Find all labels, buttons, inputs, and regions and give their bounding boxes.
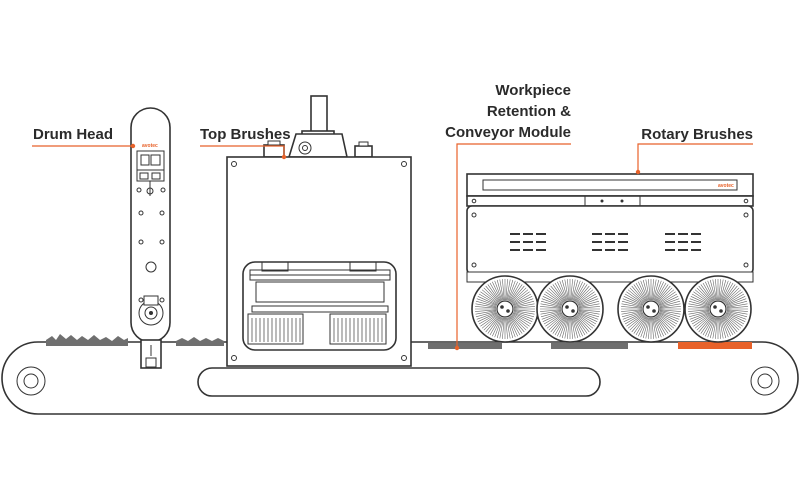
label-workpiece-line1: Workpiece <box>495 82 571 99</box>
rotary-brush <box>684 275 752 343</box>
rotary-brushes-leader <box>637 143 753 172</box>
rotary-brush <box>471 275 539 343</box>
top-brushes-leader <box>200 145 285 157</box>
rough-workpiece-left <box>46 334 128 346</box>
conveyor-brand: avotec <box>718 183 734 189</box>
drum-head: avotec <box>130 107 171 369</box>
rotary-brushes <box>471 275 752 343</box>
conveyor-module: avotec <box>466 173 754 343</box>
workpiece-conveyor-1 <box>428 343 502 349</box>
callout-lines <box>32 143 753 351</box>
label-top-brushes: Top Brushes <box>200 126 291 143</box>
top-brush-right <box>329 313 387 345</box>
rotary-brush <box>617 275 685 343</box>
workpiece-finished <box>678 342 752 349</box>
rough-workpiece-mid <box>176 337 224 346</box>
right-pulley <box>750 366 780 396</box>
label-workpiece-line3: Conveyor Module <box>445 124 571 141</box>
workpiece-leader <box>456 143 571 348</box>
label-drum-head: Drum Head <box>33 126 113 143</box>
left-pulley <box>16 366 46 396</box>
vent-slots <box>510 233 701 251</box>
rotary-brush <box>536 275 604 343</box>
drum-head-brand: avotec <box>142 143 158 149</box>
label-rotary-brushes: Rotary Brushes <box>641 126 753 143</box>
top-brush-left <box>247 313 304 345</box>
label-workpiece-line2: Retention & <box>487 103 571 120</box>
drum-roller <box>138 295 164 326</box>
workpiece-conveyor-2 <box>551 343 628 349</box>
top-brushes-unit <box>226 95 412 367</box>
